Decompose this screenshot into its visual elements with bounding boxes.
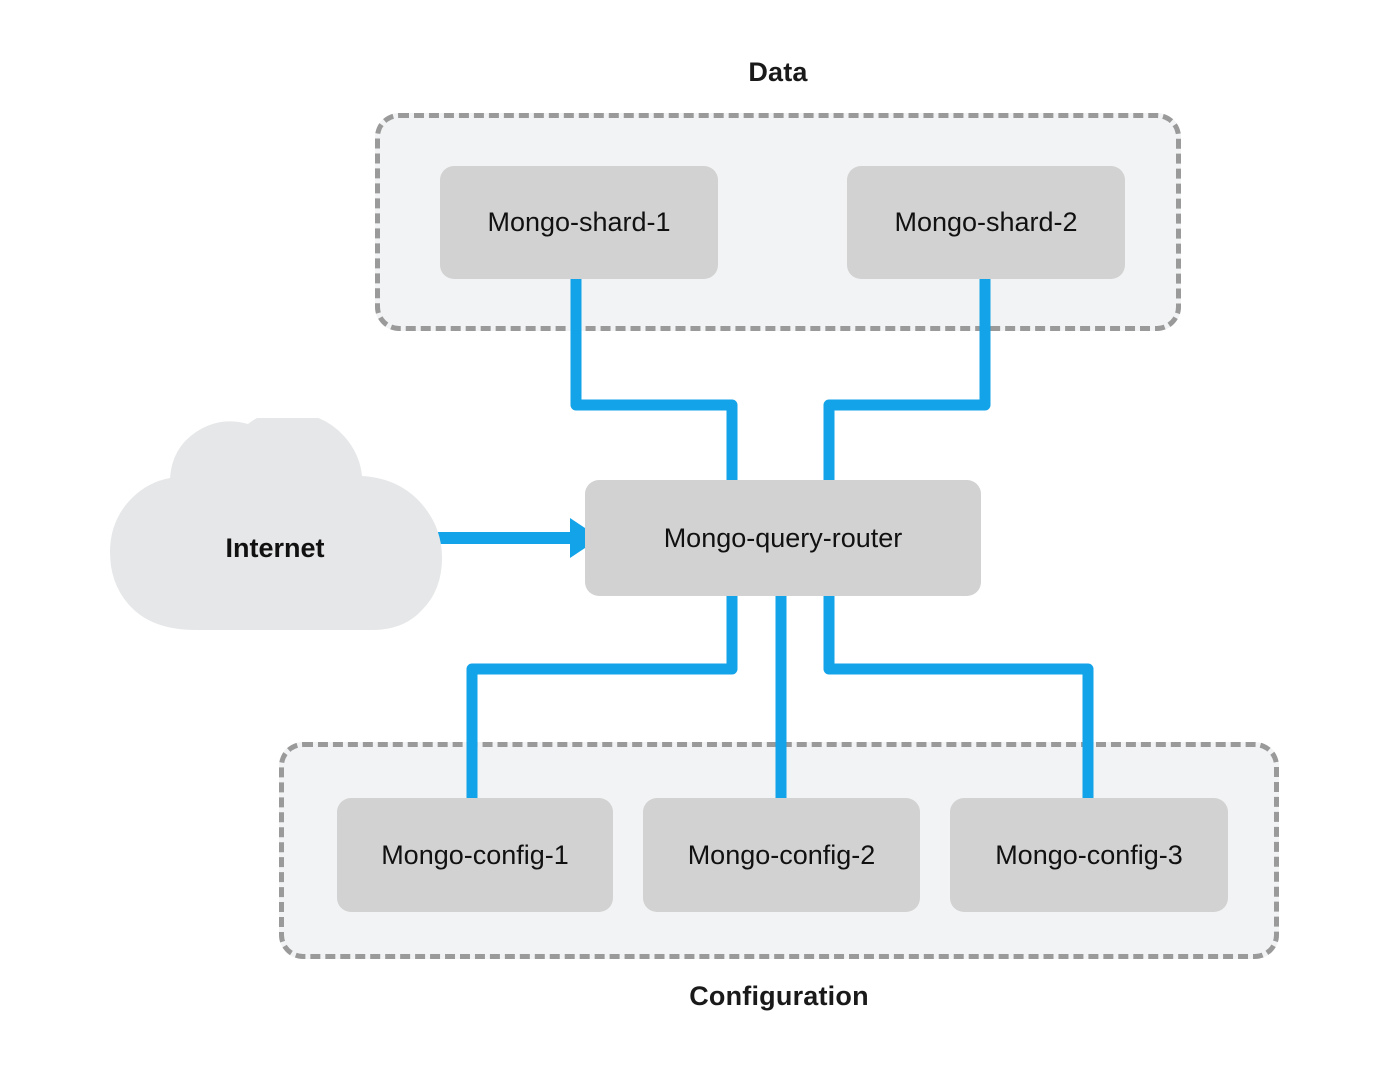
- connector-router-config1: [466, 590, 738, 802]
- node-mongo-shard-1[interactable]: Mongo-shard-1: [440, 166, 718, 279]
- connector-router-config3: [823, 590, 1094, 802]
- node-label: Mongo-shard-1: [487, 207, 671, 237]
- node-label: Mongo-config-1: [381, 839, 569, 870]
- node-mongo-query-router[interactable]: Mongo-query-router: [585, 480, 981, 596]
- connector-shard1-router: [570, 276, 738, 486]
- cloud-internet[interactable]: [110, 418, 458, 630]
- cloud-icon: [110, 418, 442, 630]
- node-mongo-shard-2[interactable]: Mongo-shard-2: [847, 166, 1125, 279]
- node-mongo-config-3[interactable]: Mongo-config-3: [950, 798, 1228, 912]
- node-label: Mongo-query-router: [663, 522, 903, 553]
- group-data-label: Data: [748, 57, 808, 87]
- connector-shard2-router: [823, 276, 991, 486]
- node-mongo-config-1[interactable]: Mongo-config-1: [337, 798, 613, 912]
- group-configuration-label: Configuration: [689, 981, 869, 1011]
- node-label: Mongo-config-2: [687, 839, 876, 870]
- node-label: Mongo-shard-2: [894, 207, 1078, 237]
- node-mongo-config-2[interactable]: Mongo-config-2: [643, 798, 920, 912]
- cloud-internet-label: Internet: [225, 533, 325, 563]
- node-label: Mongo-config-3: [995, 839, 1183, 870]
